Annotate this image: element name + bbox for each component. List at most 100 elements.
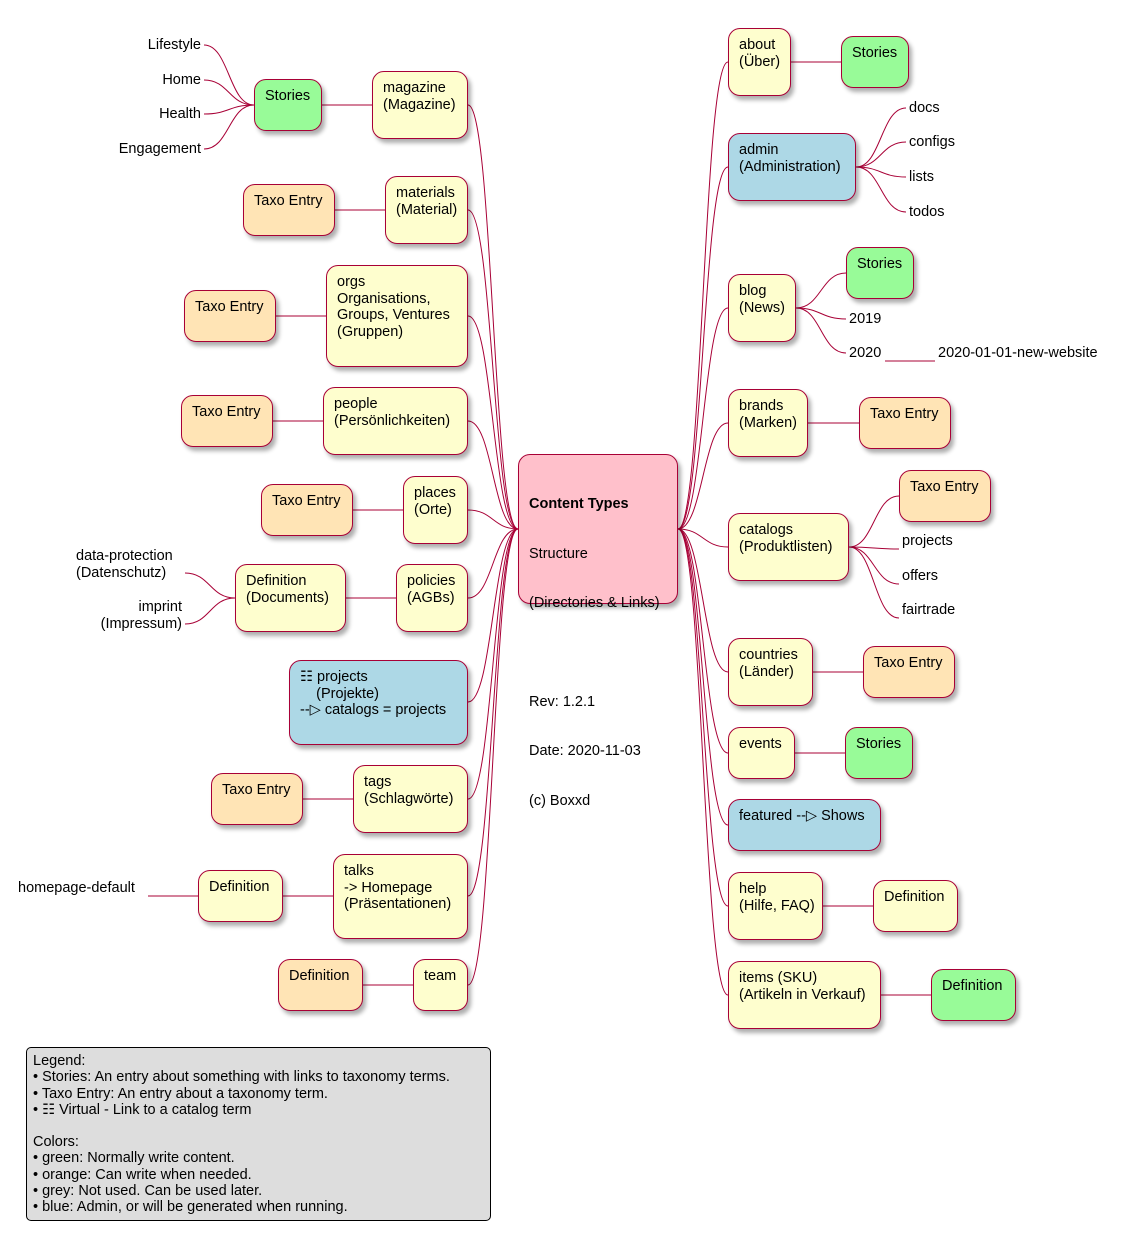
leaf-line [795,307,847,354]
legend-entry: • Taxo Entry: An entry about a taxonomy … [33,1085,328,1102]
node-featured: featured --▷ Shows [728,799,881,851]
node-events: events [728,727,795,779]
branch-line-left [467,528,519,703]
legend-colors-heading: Colors: [33,1134,79,1151]
leaf-todos: todos [909,204,945,220]
node-events-stories: Stories [845,727,913,779]
legend-color-entry: • orange: Can write when needed. [33,1166,252,1183]
leaf-line [795,307,847,320]
node-talks: talks -> Homepage (Präsentationen) [333,854,468,939]
leaf-engagement: Engagement [118,141,201,157]
node-orgs: orgs Organisations, Groups, Ventures (Gr… [326,265,468,367]
leaf-line [848,546,900,550]
leaf-line [855,166,907,213]
branch-line-right [677,528,729,548]
leaf-line [855,107,907,168]
leaf-projects: projects [902,533,953,549]
node-team-definition: Definition [278,959,363,1011]
branch-line-right [677,528,729,754]
node-help-definition: Definition [873,880,958,932]
node-catalogs-taxo-entry: Taxo Entry [899,470,991,522]
node-tags-taxo-entry: Taxo Entry [211,773,303,825]
node-items-definition: Definition [931,969,1016,1021]
leaf-health: Health [159,106,201,122]
leaf-docs: docs [909,100,940,116]
legend-entry: • ☷ Virtual - Link to a catalog term [33,1101,252,1118]
node-policies-definition: Definition (Documents) [235,564,346,632]
root-title: Content Types [529,496,629,512]
root-line-3 [529,645,667,661]
leaf-configs: configs [909,134,955,150]
legend-entry: • Stories: An entry about something with… [33,1069,450,1086]
leaf-2019: 2019 [849,311,882,327]
node-people-taxo-entry: Taxo Entry [181,395,273,447]
node-blog-stories: Stories [846,247,914,299]
node-about-stories: Stories [841,36,909,88]
leaf-2020-01-01-new-website: 2020-01-01-new-website [938,345,1098,361]
legend-color-entry: • green: Normally write content. [33,1150,235,1167]
branch-line-right [677,307,729,530]
leaf-line [184,572,236,599]
legend-heading: Legend: [33,1053,86,1069]
node-brands: brands (Marken) [728,389,808,457]
branch-line-left [467,315,519,530]
legend-color-entry: • blue: Admin, or will be generated when… [33,1199,348,1216]
branch-line-right [677,528,729,826]
branch-line-left [467,528,519,800]
branch-line-right [677,61,729,530]
leaf-line [203,79,255,106]
child-line [795,272,847,309]
child-line [848,495,900,548]
leaf-line [203,44,255,106]
leaf-line [184,597,236,625]
node-policies: policies (AGBs) [396,564,468,632]
node-blog: blog (News) [728,274,796,342]
node-admin: admin (Administration) [728,133,856,201]
root-node-content-types: Content Types Structure (Directories & L… [518,454,678,809]
branch-line-right [677,528,729,907]
root-line-6: (c) Boxxd [529,792,591,809]
root-line-1: Structure [529,545,588,562]
node-magazine: magazine (Magazine) [372,71,468,139]
branch-line-right [677,528,729,673]
leaf-imprint: imprint (Impressum) [100,599,182,632]
root-line-2: (Directories & Links) [529,595,660,611]
node-magazine-stories: Stories [254,79,322,131]
leaf-2020: 2020 [849,345,882,361]
node-brands-taxo-entry: Taxo Entry [859,397,951,449]
leaf-data-protection: data-protection (Datenschutz) [76,548,173,581]
leaf-fairtrade: fairtrade [902,602,956,618]
leaf-offers: offers [902,568,939,584]
node-orgs-taxo-entry: Taxo Entry [184,290,276,342]
branch-line-right [677,422,729,530]
branch-line-left [467,209,519,530]
node-materials: materials (Material) [385,176,468,244]
branch-line-left [467,420,519,530]
leaf-home: Home [162,72,201,88]
leaf-line [848,546,900,619]
branch-line-right [677,528,729,996]
node-catalogs: catalogs (Produktlisten) [728,513,849,581]
leaf-lifestyle: Lifestyle [147,37,201,53]
node-projects: ☷ projects (Projekte) --▷ catalogs = pro… [289,660,468,745]
leaf-line [848,546,900,585]
node-about: about (Über) [728,28,791,96]
node-help: help (Hilfe, FAQ) [728,872,823,940]
branch-line-left [467,528,519,599]
leaf-line [855,166,907,178]
legend-color-entry: • grey: Not used. Can be used later. [33,1183,263,1200]
node-team: team [413,959,468,1011]
leaf-line [855,141,907,168]
leaf-line [203,104,255,150]
leaf-homepage-default: homepage-default [18,880,135,896]
branch-line-right [677,166,729,530]
node-countries-taxo-entry: Taxo Entry [863,646,955,698]
node-tags: tags (Schlagwörte) [353,765,468,833]
node-items: items (SKU) (Artikeln in Verkauf) [728,961,881,1029]
leaf-line [203,104,255,115]
node-materials-taxo-entry: Taxo Entry [243,184,335,236]
legend: Legend: • Stories: An entry about someth… [26,1047,491,1221]
leaf-lists: lists [909,169,934,185]
branch-line-left [467,509,519,530]
